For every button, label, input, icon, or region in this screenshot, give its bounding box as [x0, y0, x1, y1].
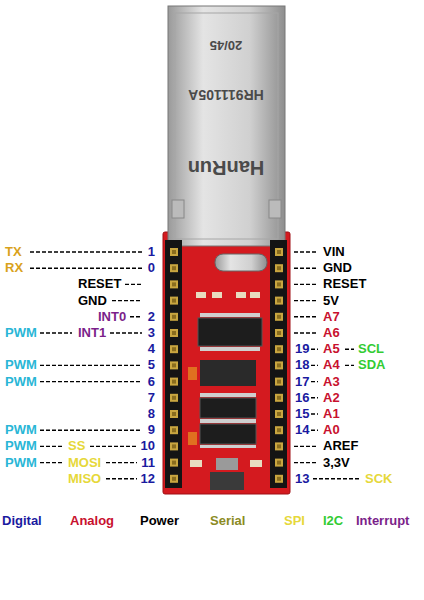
legend-swatch: Interrupt: [356, 513, 409, 529]
pin-label: SCL: [358, 341, 384, 357]
pin-label: 12: [141, 471, 155, 487]
capacitor: [188, 432, 197, 445]
pin-label: TX: [5, 244, 22, 260]
pin-label: 3,3V: [323, 455, 350, 471]
pin-label: A1: [323, 406, 340, 422]
pin-label: A7: [323, 309, 340, 325]
pin-label: 0: [148, 260, 155, 276]
pin-label: A6: [323, 325, 340, 341]
crystal: [215, 254, 267, 271]
pin-label: 18: [295, 357, 309, 373]
pin-label: INT1: [78, 325, 106, 341]
pin-label: 6: [148, 374, 155, 390]
jack-marking: HanRun: [188, 160, 265, 176]
pin-label: 13: [295, 471, 309, 487]
pin-label: PWM: [5, 422, 37, 438]
legend-swatch: Serial: [210, 513, 245, 529]
pin-label: PWM: [5, 325, 37, 341]
pin-label: A0: [323, 422, 340, 438]
legend-text: I2C: [323, 513, 343, 528]
pin-label: 8: [148, 406, 155, 422]
pin-label: SDA: [358, 357, 385, 373]
resistor: [236, 292, 246, 298]
jack-marking: HR911105A: [188, 87, 264, 103]
jack-tab: [269, 200, 281, 218]
legend-text: SPI: [284, 513, 305, 528]
pin-label: 9: [148, 422, 155, 438]
legend-swatch: Digital: [2, 513, 42, 529]
resistor: [212, 292, 222, 298]
resistor: [250, 460, 262, 467]
pin-label: SS: [68, 438, 85, 454]
pin-label: RESET: [78, 276, 121, 292]
pin-label: GND: [78, 293, 107, 309]
pin-label: RESET: [323, 276, 366, 292]
resistor-array: [200, 360, 256, 386]
pin-label: PWM: [5, 438, 37, 454]
pin-label: INT0: [98, 309, 126, 325]
logic-chip: [200, 424, 256, 444]
right-header: [270, 240, 287, 488]
regulator-tab: [216, 458, 238, 470]
pin-label: SCK: [365, 471, 392, 487]
pin-label: 17: [295, 374, 309, 390]
legend-swatch: I2C: [323, 513, 343, 529]
legend-swatch: SPI: [284, 513, 305, 529]
rj45-jack: [168, 6, 285, 246]
legend-text: Digital: [2, 513, 42, 528]
legend-text: Interrupt: [356, 513, 409, 528]
resistor: [250, 292, 260, 298]
left-header: [165, 240, 182, 488]
pin-label: MISO: [68, 471, 101, 487]
chip-legs: [200, 313, 260, 448]
resistor: [196, 292, 206, 298]
legend-swatch: Power: [140, 513, 179, 529]
regulator: [210, 472, 244, 490]
pin-label: 7: [148, 390, 155, 406]
capacitor: [188, 367, 197, 380]
pin-label: 14: [295, 422, 309, 438]
pin-label: RX: [5, 260, 23, 276]
pin-label: PWM: [5, 455, 37, 471]
pin-label: 4: [148, 341, 155, 357]
pin-label: GND: [323, 260, 352, 276]
pin-label: 2: [148, 309, 155, 325]
legend-swatch: Analog: [70, 513, 114, 529]
pin-label: PWM: [5, 357, 37, 373]
legend-text: Analog: [70, 513, 114, 528]
pin-label: 10: [141, 438, 155, 454]
pin-label: PWM: [5, 374, 37, 390]
pin-label: 11: [141, 455, 155, 471]
resistor: [190, 460, 202, 467]
pin-label: 1: [148, 244, 155, 260]
header-pins: [170, 248, 283, 483]
pcb: [163, 232, 290, 494]
logic-chip: [200, 398, 256, 418]
pin-label: A5: [323, 341, 340, 357]
legend-text: Serial: [210, 513, 245, 528]
jack-tab: [172, 200, 184, 218]
pin-label: MOSI: [68, 455, 101, 471]
jack-marking: 20/45: [210, 37, 243, 53]
pin-label: A4: [323, 357, 340, 373]
leader-lines: [30, 252, 360, 479]
pin-label: 15: [295, 406, 309, 422]
pin-label: 3: [148, 325, 155, 341]
pin-label: 5: [148, 357, 155, 373]
pin-label: 16: [295, 390, 309, 406]
jack-edge: [175, 13, 278, 239]
pin-label: 19: [295, 341, 309, 357]
pin-label: AREF: [323, 438, 358, 454]
legend-text: Power: [140, 513, 179, 528]
pin-label: 5V: [323, 293, 339, 309]
pin-label: VIN: [323, 244, 345, 260]
pin-label: A2: [323, 390, 340, 406]
ethernet-chip: [198, 318, 262, 346]
pin-label: A3: [323, 374, 340, 390]
